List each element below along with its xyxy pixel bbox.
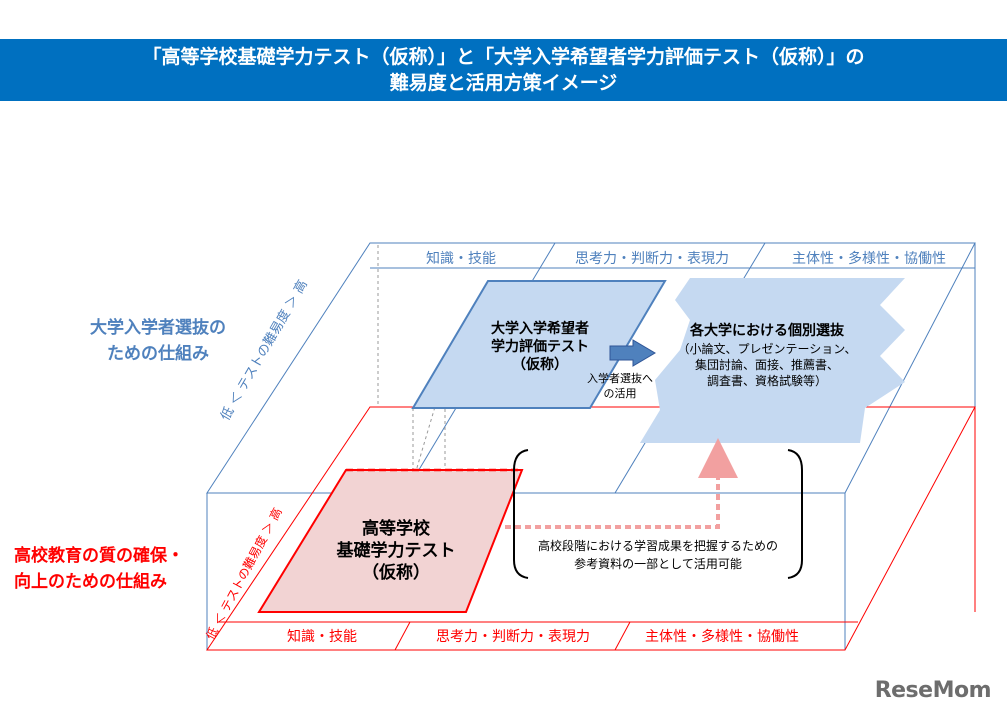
lower-header-attitude: 主体性・多様性・協働性 [645,629,799,645]
resemom-logo: ReseMom [874,678,992,703]
upper-header-attitude: 主体性・多様性・協働性 [792,251,946,267]
upper-test-box [411,280,667,409]
upper-test-label: 大学入学希望者 学力評価テスト （仮称） [491,321,589,373]
individual-selection-shape [640,278,905,443]
lower-header-thinking: 思考力・判断力・表現力 [436,629,590,645]
title-line-2: 難易度と活用方策イメージ [389,72,618,94]
upper-header-thinking: 思考力・判断力・表現力 [575,251,729,267]
upper-header-knowledge: 知識・技能 [426,251,496,267]
individual-selection-label: 各大学における個別選抜 （小論文、プレゼンテーション、 集団討論、面接、推薦書、… [677,323,857,388]
lower-header-knowledge: 知識・技能 [287,629,357,645]
title-line-1: 「高等学校基礎学力テスト（仮称）」と「大学入学希望者学力評価テスト（仮称）」の [142,46,865,68]
utilization-arrow [609,339,656,367]
title-banner: 「高等学校基礎学力テスト（仮称）」と「大学入学希望者学力評価テスト（仮称）」の … [0,39,1007,101]
reference-arrow [505,438,738,529]
note-bracket-right [787,449,803,579]
lower-side-label: 高校教育の質の確保・ 向上のための仕組み [14,546,184,592]
upper-side-label: 大学入学者選抜の ための仕組み [90,318,226,364]
reference-note: 高校段階における学習成果を把握するための 参考資料の一部として活用可能 [537,539,778,571]
lower-test-label: 高等学校 基礎学力テスト （仮称） [336,519,456,583]
arrow-label: 入学者選抜へ の活用 [587,372,653,400]
lower-test-box [257,469,524,613]
note-bracket-left [513,449,529,579]
